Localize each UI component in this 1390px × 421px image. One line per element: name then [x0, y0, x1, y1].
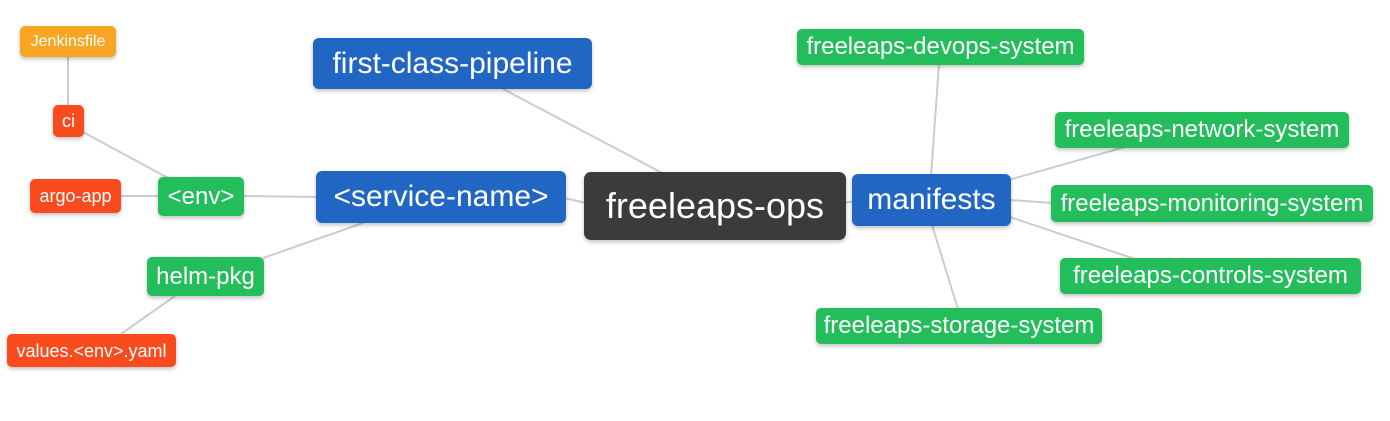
edge-helm-pkg-service-name [262, 222, 364, 259]
edge-env-service-name [243, 195, 319, 198]
node-freeleaps-devops-system[interactable]: freeleaps-devops-system [797, 29, 1084, 65]
edge-manifests-devops-system [930, 63, 940, 177]
node-freeleaps-storage-system[interactable]: freeleaps-storage-system [816, 308, 1102, 344]
edge-manifests-network-system [1004, 146, 1126, 182]
edge-ci-env [82, 131, 169, 179]
node-jenkinsfile[interactable]: Jenkinsfile [20, 26, 116, 57]
edge-values-env-yaml-helm-pkg [120, 295, 176, 335]
edge-service-name-freeleaps-ops [563, 197, 587, 204]
node-env[interactable]: <env> [158, 177, 244, 216]
edge-first-class-pipeline-freeleaps-ops [502, 88, 669, 177]
edge-manifests-controls-system [1009, 216, 1136, 260]
node-freeleaps-network-system[interactable]: freeleaps-network-system [1055, 112, 1349, 148]
node-argo-app[interactable]: argo-app [30, 179, 121, 213]
edge-manifests-storage-system [931, 224, 959, 310]
node-freeleaps-ops[interactable]: freeleaps-ops [584, 172, 846, 240]
edge-manifests-monitoring-system [1009, 199, 1054, 204]
node-values-env-yaml[interactable]: values.<env>.yaml [7, 334, 176, 367]
node-manifests[interactable]: manifests [852, 174, 1011, 226]
node-freeleaps-controls-system[interactable]: freeleaps-controls-system [1060, 258, 1361, 294]
node-ci[interactable]: ci [53, 105, 84, 137]
node-freeleaps-monitoring-system[interactable]: freeleaps-monitoring-system [1051, 185, 1373, 222]
node-service-name[interactable]: <service-name> [316, 171, 566, 223]
node-helm-pkg[interactable]: helm-pkg [147, 257, 264, 296]
node-first-class-pipeline[interactable]: first-class-pipeline [313, 38, 592, 89]
